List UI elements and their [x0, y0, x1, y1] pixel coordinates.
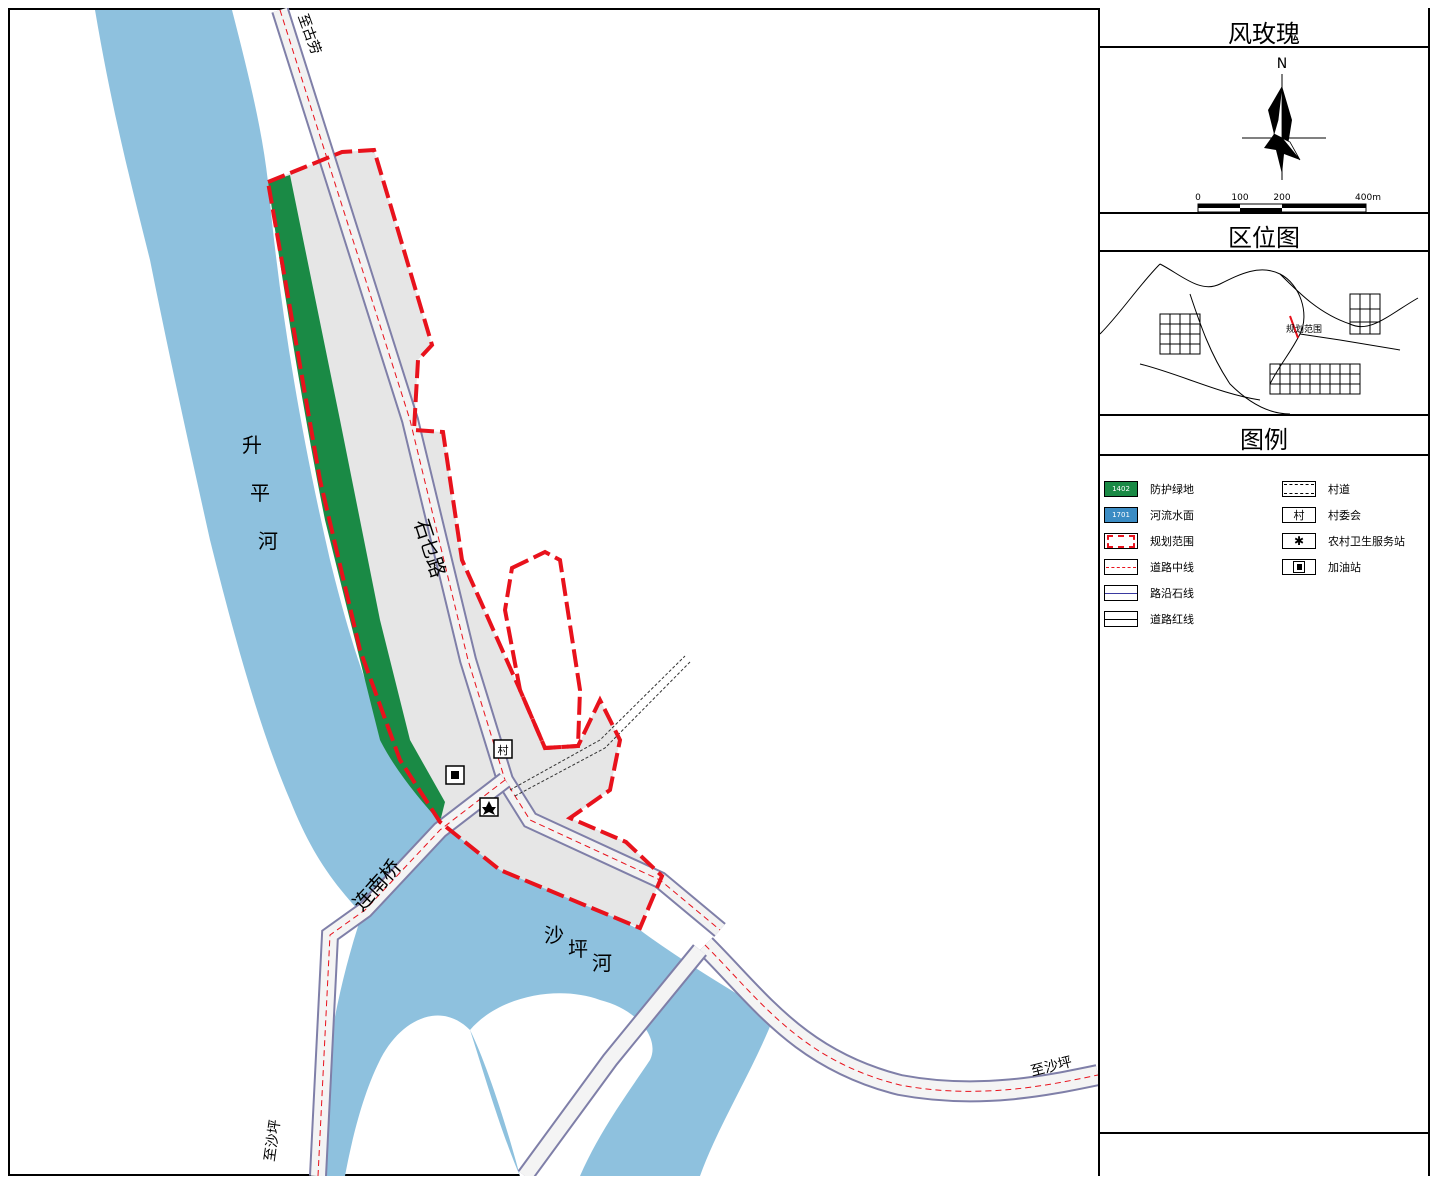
- plan-boundary-inner: [502, 549, 583, 751]
- legend-item-green: 1402 防护绿地: [1104, 478, 1194, 500]
- divider: [1100, 250, 1428, 252]
- location-title: 区位图: [1228, 224, 1300, 252]
- location-map: 规划范围: [1100, 263, 1419, 414]
- legend-item-health-station: ✱ 农村卫生服务站: [1282, 530, 1405, 552]
- legend-item-gas-station: 加油站: [1282, 556, 1361, 578]
- legend-item-centerline: 道路中线: [1104, 556, 1194, 578]
- green-swatch: 1402: [1104, 481, 1138, 497]
- health-station-icon: [479, 797, 499, 817]
- north-label: N: [1277, 56, 1287, 72]
- legend-item-curb: 路沿石线: [1104, 582, 1194, 604]
- map-canvas: 村 升 平 河 石乜路 连南桥 沙 坪 河 至古劳 至沙坪 至沙坪: [95, 8, 1098, 1176]
- island: [470, 993, 653, 1176]
- divider: [1100, 454, 1428, 456]
- legend-title: 图例: [1240, 426, 1288, 454]
- label-shaping-river: 沙 坪 河: [544, 923, 612, 975]
- location-plan-label: 规划范围: [1286, 323, 1322, 335]
- svg-text:0: 0: [1195, 193, 1201, 203]
- label-shengping-river: 升 平 河: [242, 433, 278, 553]
- village-committee-icon: 村: [493, 739, 513, 759]
- village-lane: [509, 655, 691, 797]
- village-committee-icon: 村: [1282, 507, 1316, 523]
- legend-item-water: 1701 河流水面: [1104, 504, 1194, 526]
- legend-item-boundary: 规划范围: [1104, 530, 1194, 552]
- excluded-area: [374, 10, 1098, 1176]
- bridge-liannan: [309, 772, 511, 1176]
- village-icon-label: 村: [498, 743, 509, 757]
- shengping-river: [95, 10, 440, 914]
- svg-text:100: 100: [1231, 193, 1248, 203]
- svg-text:400m: 400m: [1355, 193, 1381, 203]
- red-dashed-box-icon: [1104, 533, 1138, 549]
- water-swatch: 1701: [1104, 507, 1138, 523]
- legend-item-redline: 道路红线: [1104, 608, 1194, 630]
- red-dash-line-icon: [1104, 559, 1138, 575]
- road-branch-south: [517, 944, 707, 1176]
- green-buffer: [268, 175, 445, 822]
- divider: [1100, 212, 1428, 214]
- gas-station-icon: [445, 765, 465, 785]
- gas-station-icon: [1282, 559, 1316, 575]
- scale-bar: 0 100 200 400m: [1195, 193, 1381, 213]
- legend-item-village-committee: 村 村委会: [1282, 504, 1361, 526]
- legend-panel: 风玫瑰 N 0 100 200 400m 区位图: [1098, 8, 1430, 1176]
- dashed-box-icon: [1282, 481, 1316, 497]
- location-map-roads: [1100, 263, 1419, 414]
- wind-rose-block: N 0 100 200 400m: [1195, 56, 1381, 213]
- wind-rose-icon: [1242, 74, 1326, 180]
- location-plan-marker: [1289, 315, 1299, 339]
- divider: [1100, 414, 1428, 416]
- divider: [1100, 1132, 1428, 1134]
- rose-title: 风玫瑰: [1228, 20, 1300, 48]
- legend-item-village-road: 村道: [1282, 478, 1350, 500]
- health-station-icon: ✱: [1282, 533, 1316, 549]
- plot-area: [268, 150, 662, 928]
- road-to-shaping-right: [697, 937, 1098, 1103]
- black-line-icon: [1104, 611, 1138, 627]
- divider: [1100, 46, 1428, 48]
- label-to-shaping-bottom: 至沙坪: [262, 1119, 284, 1163]
- svg-text:200: 200: [1273, 193, 1290, 203]
- blue-line-icon: [1104, 585, 1138, 601]
